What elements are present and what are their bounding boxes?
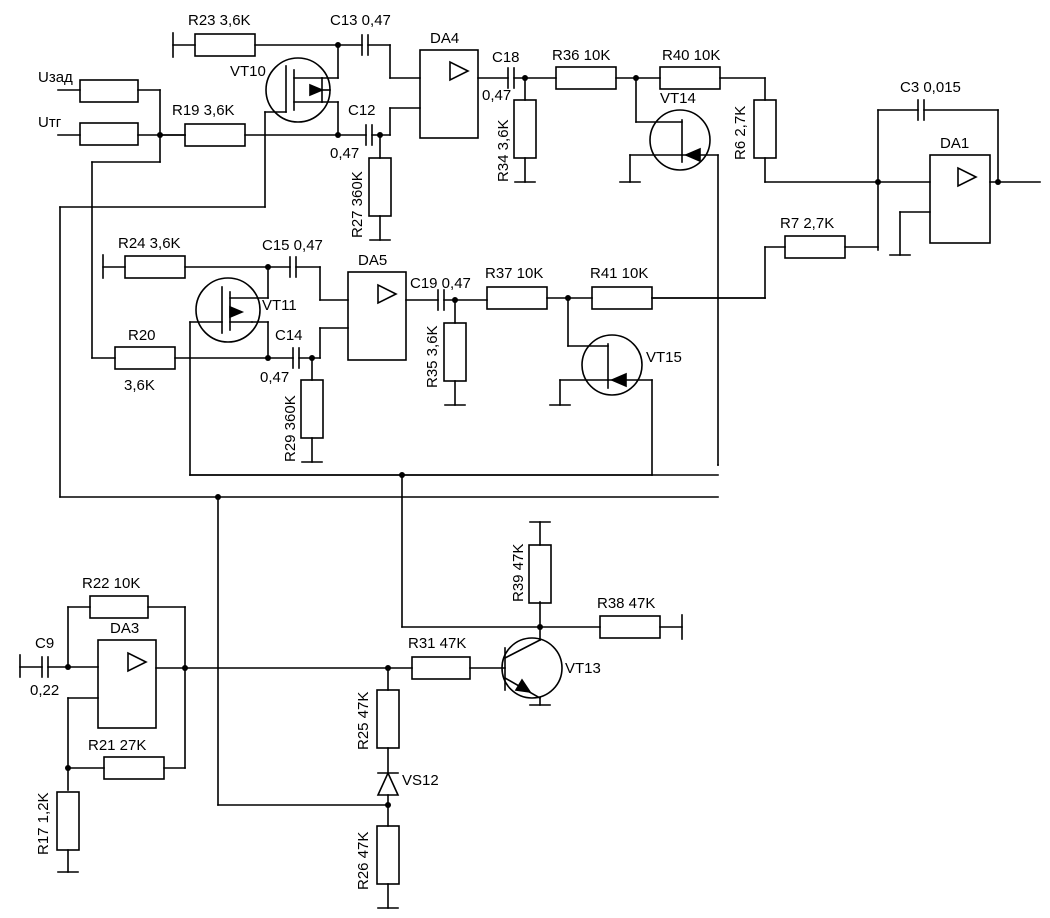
label-c14-val: 0,47	[260, 369, 289, 386]
label-da5: DA5	[358, 252, 387, 269]
opamp-da3	[97, 639, 157, 729]
label-c19: C19 0,47	[410, 275, 471, 292]
label-r26: R26 47K	[355, 832, 372, 890]
opamp-da1	[929, 154, 991, 244]
label-vs12: VS12	[402, 772, 439, 789]
da1-stage	[651, 99, 1041, 299]
component-labels: Uзад Uтг R23 3,6K C13 0,47 DA4 C18 R36 1…	[30, 12, 969, 890]
label-r22: R22 10K	[82, 575, 140, 592]
label-c18: C18	[492, 49, 520, 66]
resistor-r26	[376, 825, 400, 885]
label-da4: DA4	[430, 30, 459, 47]
resistor-r39	[528, 544, 552, 604]
label-vt15: VT15	[646, 349, 682, 366]
label-r36: R36 10K	[552, 47, 610, 64]
label-r40: R40 10K	[662, 47, 720, 64]
label-r27: R27 360K	[349, 171, 366, 238]
input-section	[57, 79, 186, 359]
resistor-r6	[753, 99, 777, 159]
label-r24: R24 3,6K	[118, 235, 181, 252]
resistor-r36	[555, 66, 617, 90]
da4-channel	[59, 32, 931, 466]
label-r37: R37 10K	[485, 265, 543, 282]
label-uzad: Uзад	[38, 69, 73, 86]
resistor-r38	[599, 615, 661, 639]
label-c9: C9	[35, 635, 54, 652]
label-r41: R41 10K	[590, 265, 648, 282]
transistor-vt15	[581, 334, 643, 396]
resistor-r17	[56, 791, 80, 851]
resistor-r19	[184, 123, 246, 147]
transistor-vt11	[195, 277, 261, 343]
label-r29: R29 360K	[282, 395, 299, 462]
bus-lines	[59, 206, 719, 806]
resistor-r25	[376, 689, 400, 749]
resistor-r20	[114, 346, 176, 370]
label-r31: R31 47K	[408, 635, 466, 652]
label-utg: Uтг	[38, 114, 62, 131]
label-c14: C14	[275, 327, 303, 344]
opamp-da5	[347, 271, 407, 361]
label-c18-val: 0,47	[482, 87, 511, 104]
label-da3: DA3	[110, 620, 139, 637]
label-r39: R39 47K	[510, 544, 527, 602]
da3-stage	[19, 521, 683, 909]
label-c15: C15 0,47	[262, 237, 323, 254]
resistor-r21	[103, 756, 165, 780]
resistor-r23	[194, 33, 256, 57]
label-c12-val: 0,47	[330, 145, 359, 162]
label-vt11: VT11	[262, 297, 297, 314]
label-r19: R19 3,6K	[172, 102, 235, 119]
label-vt10: VT10	[230, 63, 266, 80]
resistor-uzad	[79, 79, 139, 103]
label-r6: R6 2,7K	[732, 106, 749, 160]
label-c13: C13 0,47	[330, 12, 391, 29]
label-vt14: VT14	[660, 90, 696, 107]
opamp-da4	[419, 49, 479, 139]
label-c3: C3 0,015	[900, 79, 961, 96]
label-r23: R23 3,6K	[188, 12, 251, 29]
label-r17: R17 1,2K	[35, 792, 52, 855]
resistor-r41	[591, 286, 653, 310]
resistor-r40	[659, 66, 721, 90]
resistor-r27	[368, 157, 392, 217]
resistor-r37	[486, 286, 548, 310]
label-r21: R21 27K	[88, 737, 146, 754]
label-r34: R34 3,6K	[495, 119, 512, 182]
label-r35: R35 3,6K	[424, 325, 441, 388]
label-c12: C12	[348, 102, 376, 119]
label-vt13: VT13	[565, 660, 601, 677]
transistor-vt14	[649, 109, 711, 171]
transistor-vt13	[501, 637, 563, 699]
label-r20-val: 3,6K	[124, 377, 155, 394]
label-c9-val: 0,22	[30, 682, 59, 699]
label-r38: R38 47K	[597, 595, 655, 612]
resistor-r35	[443, 322, 467, 382]
diode-vs12	[376, 771, 400, 796]
resistor-r34	[513, 99, 537, 159]
resistor-r7	[784, 235, 846, 259]
label-da1: DA1	[940, 135, 969, 152]
resistor-r31	[411, 656, 471, 680]
resistor-r22	[89, 595, 149, 619]
resistor-utg	[79, 122, 139, 146]
label-r20: R20	[128, 327, 156, 344]
resistor-r29	[300, 379, 324, 439]
resistor-r24	[124, 255, 186, 279]
da5-channel	[102, 254, 766, 476]
label-r7: R7 2,7K	[780, 215, 834, 232]
label-r25: R25 47K	[355, 692, 372, 750]
